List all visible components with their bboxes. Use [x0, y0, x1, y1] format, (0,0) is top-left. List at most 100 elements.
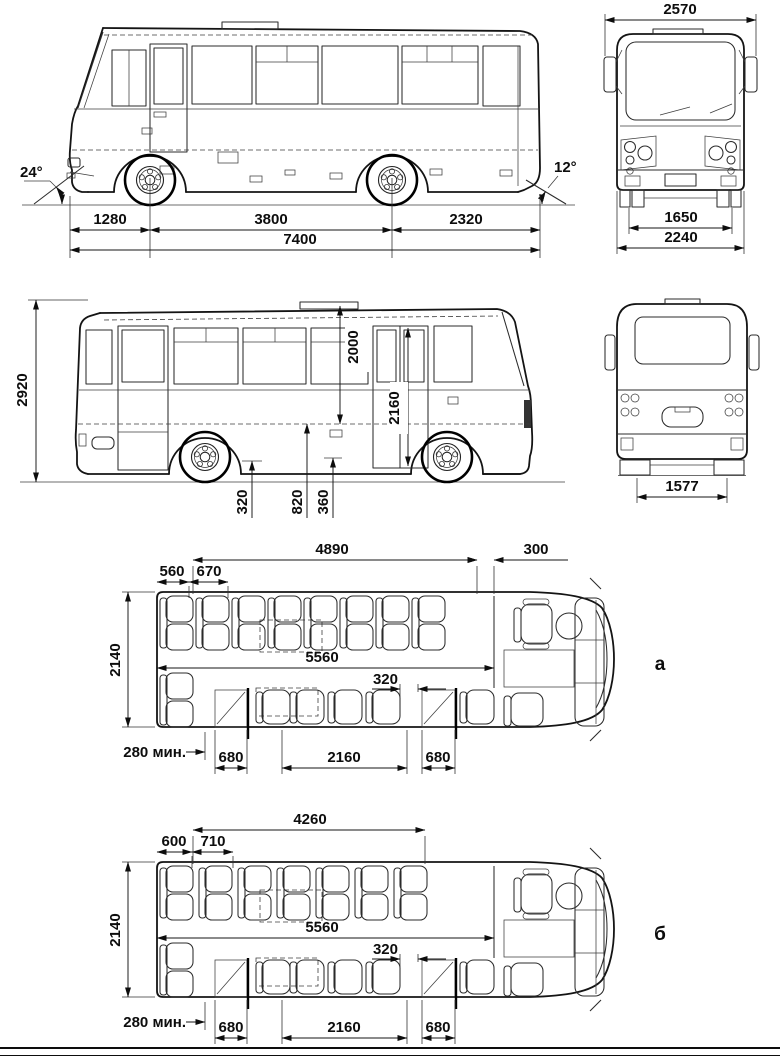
step-area-outline — [255, 687, 319, 717]
plan-b-dimensions: 4260 600 710 2140 5560 320 280 мин. 680 … — [107, 811, 495, 1044]
headlight-cluster-left — [623, 140, 653, 175]
mirror-tick-top — [589, 577, 602, 590]
dim-front-door-width: 680 — [218, 1019, 243, 1036]
rear-door-well — [421, 688, 458, 739]
footer-rule-thin — [0, 1055, 780, 1056]
bus-body-side-left — [66, 21, 541, 207]
dim-interior-length: 5560 — [305, 649, 338, 666]
dim-rear-step: 360 — [315, 489, 332, 514]
rear-window — [634, 316, 731, 365]
front-door-well — [214, 958, 250, 1009]
side-left-dimensions: 1280 3800 2320 7400 — [69, 178, 541, 258]
plan-a-dimensions: 4890 300 560 670 2140 5560 320 280 мин. … — [107, 541, 568, 774]
rear-door-well — [421, 958, 458, 1009]
dim-seating-length: 4260 — [293, 811, 326, 828]
mirror-tick-bottom — [589, 729, 602, 742]
plan-a-top-seats — [159, 595, 446, 651]
tail-lights-right — [724, 393, 744, 451]
dim-overall-length: 7400 — [283, 231, 316, 248]
front-passenger-seat — [510, 692, 544, 727]
rear-dimensions: 1577 — [636, 478, 728, 503]
dim-seat-pitch: 670 — [196, 563, 221, 580]
approach-angle: 24° — [20, 164, 85, 205]
step-area-outline — [255, 957, 319, 987]
tail-lights-left — [620, 393, 640, 451]
driver-area — [493, 866, 605, 997]
dim-front-step: 320 — [234, 489, 251, 514]
dim-rear-door-width: 680 — [425, 749, 450, 766]
front-bench — [574, 867, 605, 997]
side-view-left-drawing: 24° 12° 1280 3800 2320 7400 — [20, 21, 577, 258]
steering-wheel-icon — [555, 612, 583, 640]
plan-b-top-seats — [159, 865, 428, 921]
footer-rule-thick — [0, 1047, 780, 1049]
dim-body-width: 2240 — [664, 229, 697, 246]
bus-body-front — [603, 28, 758, 208]
front-passenger-seat — [510, 962, 544, 997]
mirror-right — [738, 49, 758, 95]
front-view-drawing: 2570 1650 2240 — [603, 1, 758, 254]
dim-rear-gap: 280 мин. — [123, 1014, 186, 1031]
approach-angle-label: 24° — [20, 164, 43, 181]
rear-door — [117, 325, 169, 471]
seating-plan-a-drawing: 4890 300 560 670 2140 5560 320 280 мин. … — [107, 541, 666, 774]
front-wheel — [420, 430, 474, 484]
dim-door-height: 2160 — [386, 391, 403, 424]
bus-body-side-right — [74, 301, 534, 484]
front-door-well — [214, 688, 250, 739]
dim-partition-offset: 300 — [523, 541, 548, 558]
plan-b-bottom-seats — [159, 942, 495, 998]
mirror-left — [604, 334, 616, 371]
departure-angle-label: 12° — [554, 159, 577, 176]
bus-body-rear — [604, 298, 760, 476]
rear-wheel — [178, 430, 232, 484]
departure-angle: 12° — [525, 159, 577, 205]
license-plate — [664, 173, 697, 187]
dim-rear-track: 1577 — [665, 478, 698, 495]
plan-b-label: б — [654, 924, 666, 945]
mirror-tick-bottom — [589, 999, 602, 1012]
headlight-icon — [67, 157, 81, 168]
dim-front-track: 1650 — [664, 209, 697, 226]
driver-seat — [520, 603, 553, 645]
windshield — [625, 41, 736, 121]
seating-plan-b-drawing: 4260 600 710 2140 5560 320 280 мин. 680 … — [107, 811, 666, 1044]
front-bench — [574, 597, 605, 727]
mirror-right — [748, 334, 760, 371]
side-view-right-drawing: 2920 2000 2160 320 820 360 — [14, 299, 565, 518]
dim-interior-height: 2000 — [345, 330, 362, 363]
dim-front-door-width: 680 — [218, 749, 243, 766]
front-dimensions: 2570 1650 2240 — [604, 1, 757, 254]
mirror-tick-top — [589, 847, 602, 860]
dim-wheelbase: 3800 — [254, 211, 287, 228]
dim-seat-pitch: 710 — [200, 833, 225, 850]
dim-interior-width: 2140 — [107, 913, 124, 946]
engine-cover — [503, 919, 575, 958]
mirror-left — [603, 49, 623, 95]
dim-interior-width: 2140 — [107, 643, 124, 676]
dim-between-doors: 2160 — [327, 1019, 360, 1036]
driver-area — [493, 596, 605, 727]
roof-hatch-outline — [259, 889, 323, 923]
dim-handrail-offset: 320 — [373, 671, 398, 688]
engine-cover — [503, 649, 575, 688]
dim-interior-length: 5560 — [305, 919, 338, 936]
dim-seating-length: 4890 — [315, 541, 348, 558]
plan-a-body — [156, 577, 615, 742]
plan-a-label: а — [655, 654, 666, 675]
dim-rear-door-width: 680 — [425, 1019, 450, 1036]
dim-first-pitch: 600 — [161, 833, 186, 850]
plan-a-bottom-seats — [159, 672, 495, 728]
roof-hatch-outline — [259, 619, 323, 653]
engine-lid-handle — [661, 406, 704, 428]
steering-wheel-icon — [555, 882, 583, 910]
dim-rear-gap: 280 мин. — [123, 744, 186, 761]
dim-overall-height: 2920 — [14, 373, 31, 406]
dim-front-overhang: 1280 — [93, 211, 126, 228]
rear-wheels — [618, 459, 746, 476]
front-marker-light — [524, 400, 531, 428]
dim-width-over-mirrors: 2570 — [663, 1, 696, 18]
rear-view-drawing: 1577 — [604, 298, 760, 503]
dim-handrail-offset: 320 — [373, 941, 398, 958]
dim-floor-height: 820 — [289, 489, 306, 514]
